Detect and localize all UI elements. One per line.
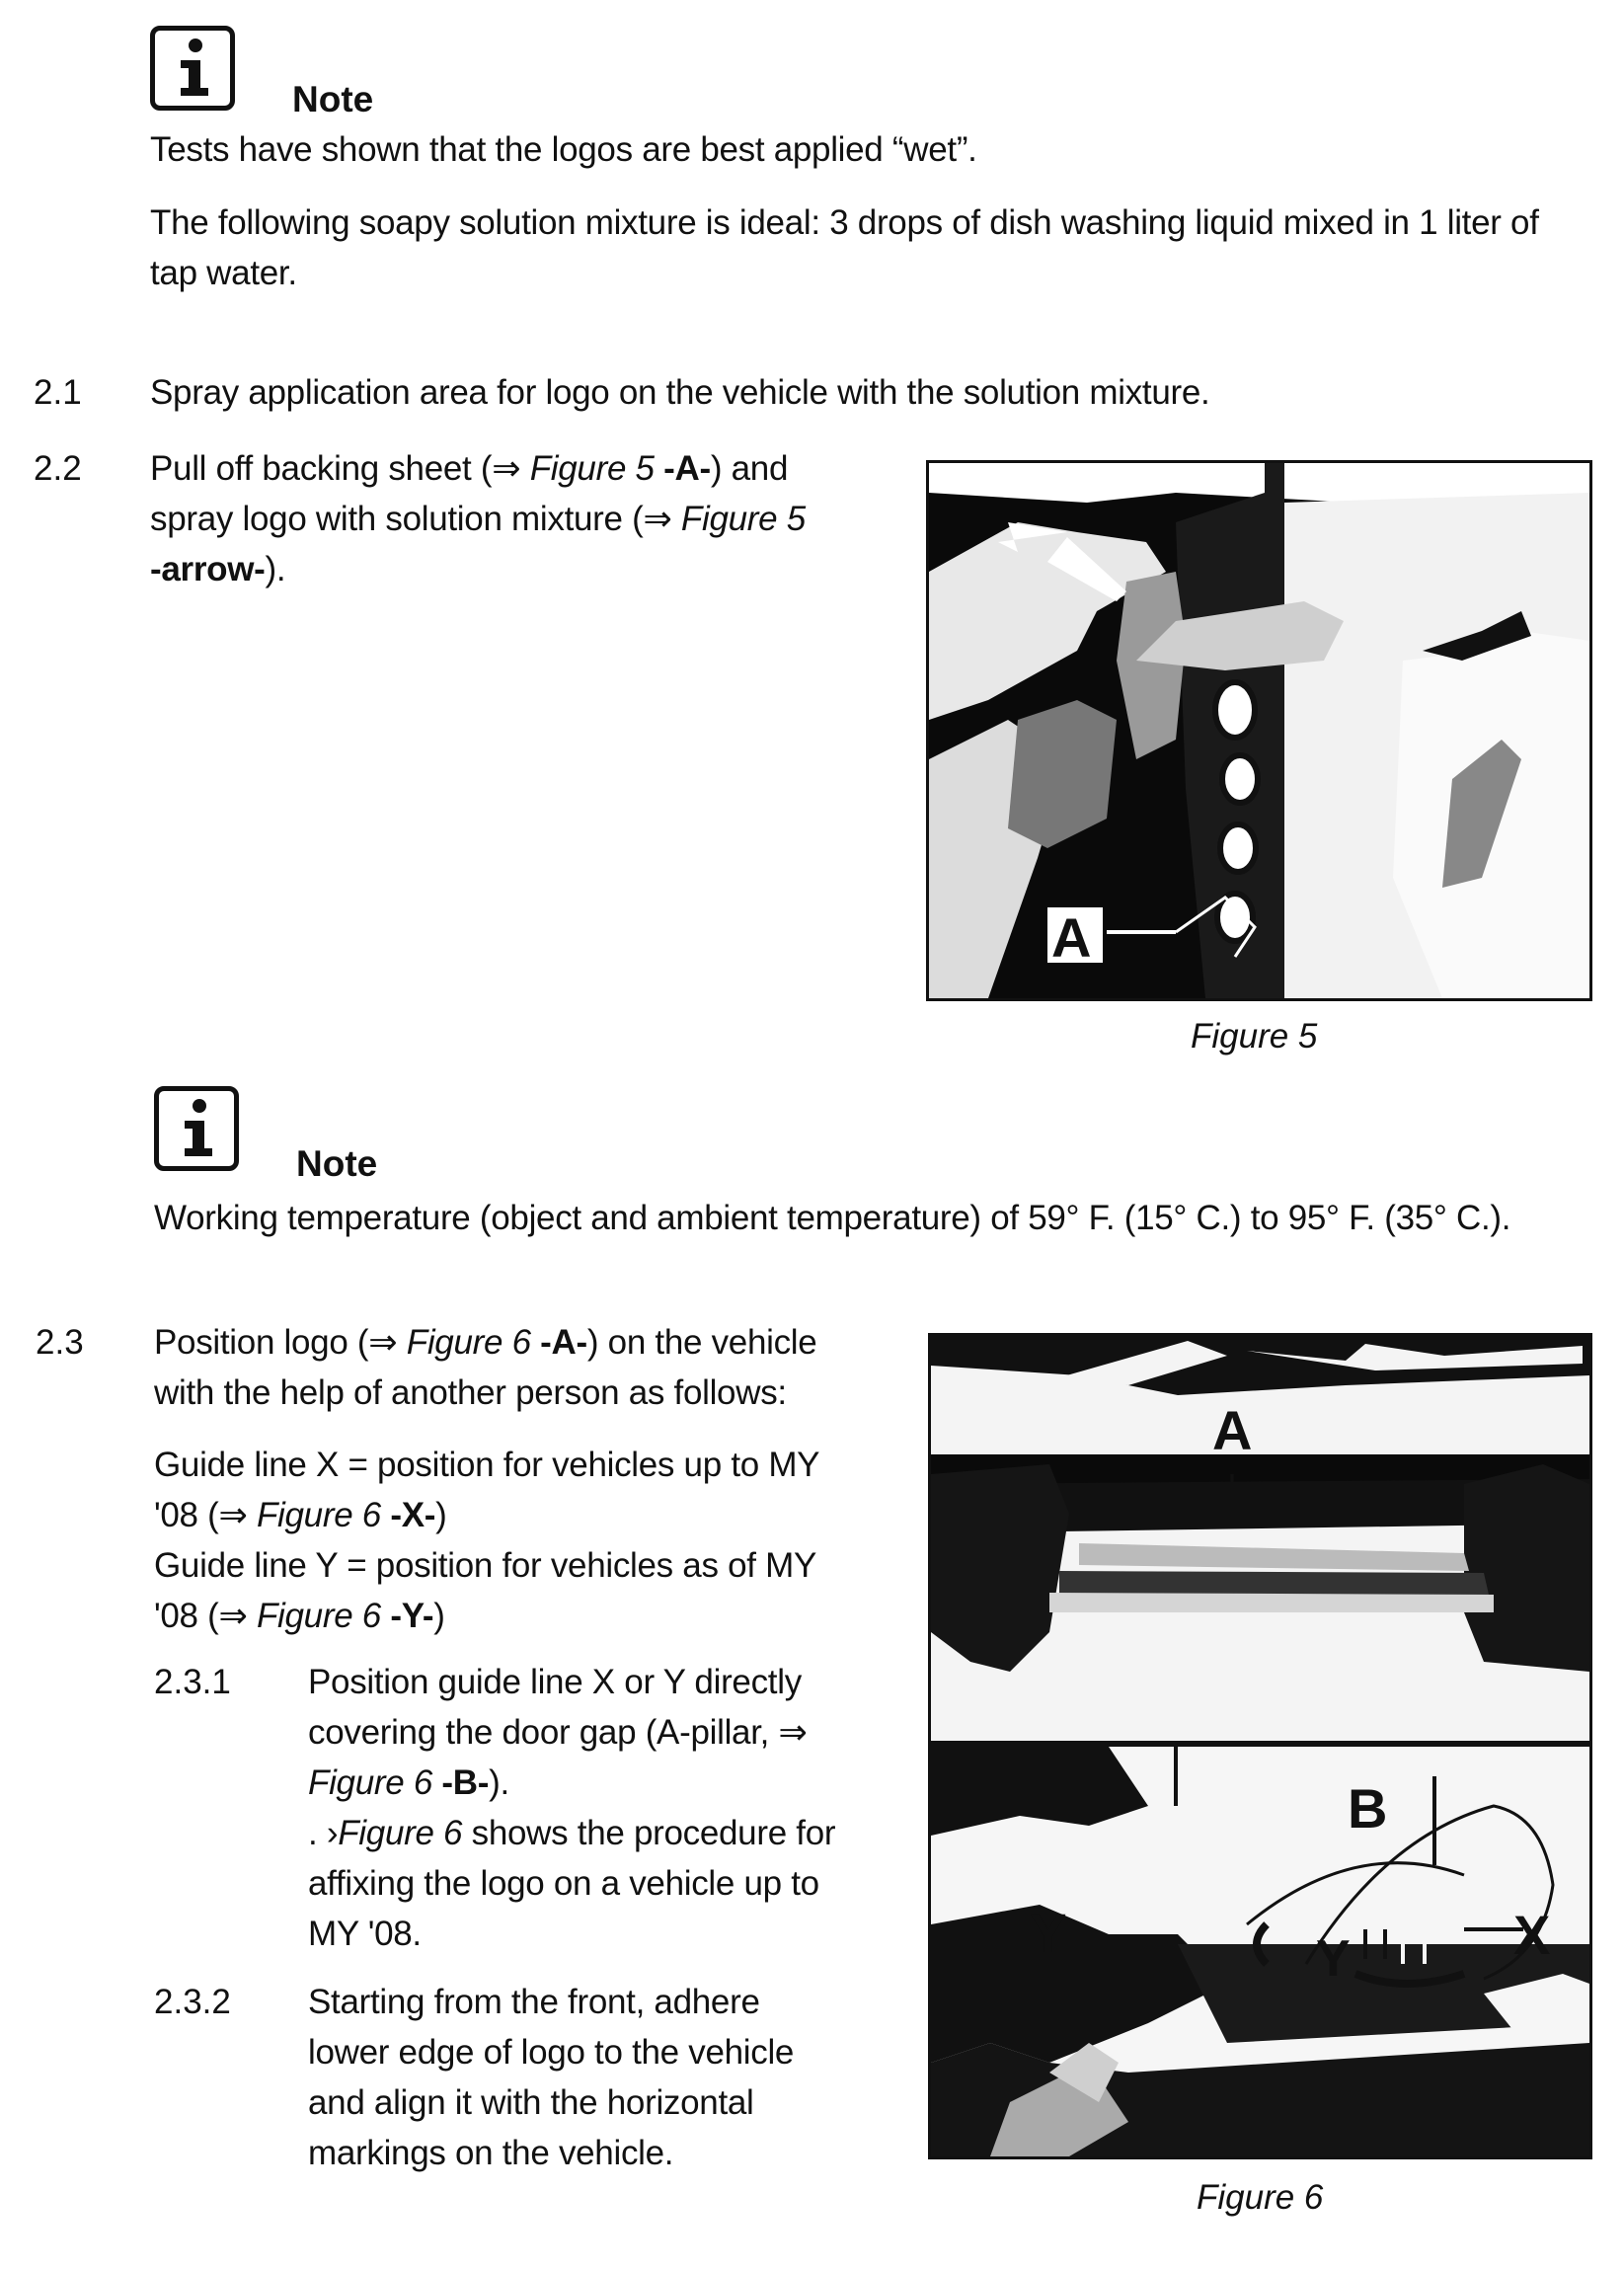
figure-6-label-y-small: Y	[1316, 1930, 1351, 1988]
note-title: Note	[292, 79, 374, 119]
note-text: The following soapy solution mixture is …	[150, 203, 1539, 242]
figure-ref: Figure 6	[308, 1763, 432, 1802]
note-title: Note	[296, 1143, 378, 1184]
step-text: Position guide line X or Y directly cove…	[308, 1663, 836, 1953]
step-number: 2.3.1	[154, 1663, 231, 1701]
guide-line-text: Guide line X = position for vehicles up …	[154, 1446, 820, 1635]
step-text: Pull off backing sheet (⇒ Figure 5 -A-) …	[150, 449, 806, 588]
figure-ref: Figure 5	[529, 449, 655, 488]
figure-caption: Figure 5	[1191, 1017, 1318, 1056]
note-text: Working temperature (object and ambient …	[154, 1199, 1511, 1237]
figure-5-photo: A	[926, 460, 1592, 1001]
step-number: 2.3.2	[154, 1983, 231, 2021]
note-text: tap water.	[150, 254, 297, 292]
step-text: Starting from the front, adhere lower ed…	[308, 1983, 795, 2172]
figure-ref: Figure 6	[256, 1597, 381, 1635]
info-icon	[150, 26, 235, 111]
step-text: Spray application area for logo on the v…	[150, 373, 1210, 412]
figure-6-photo-bottom: B Y X Y	[928, 1744, 1592, 2159]
figure-6-label-x: X	[1513, 1904, 1550, 1966]
figure-6-label-b: B	[1348, 1777, 1387, 1839]
figure-ref: Figure 5	[680, 500, 806, 538]
step-number: 2.2	[34, 449, 82, 488]
figure-6-label-y: Y	[1030, 1902, 1066, 1964]
step-number: 2.3	[36, 1323, 84, 1362]
figure-6-label-a: A	[1212, 1399, 1252, 1461]
figure-6-photo-top: A	[928, 1333, 1592, 1744]
figure-5-label-a: A	[1051, 906, 1091, 969]
info-icon	[154, 1086, 239, 1171]
figure-caption: Figure 6	[1197, 2178, 1324, 2217]
step-number: 2.1	[34, 373, 82, 412]
note-text: Tests have shown that the logos are best…	[150, 130, 977, 169]
step-text: Position logo (⇒ Figure 6 -A-) on the ve…	[154, 1323, 817, 1412]
figure-ref: Figure 6	[338, 1814, 463, 1852]
figure-ref: Figure 6	[256, 1496, 381, 1534]
figure-ref: Figure 6	[406, 1323, 531, 1362]
